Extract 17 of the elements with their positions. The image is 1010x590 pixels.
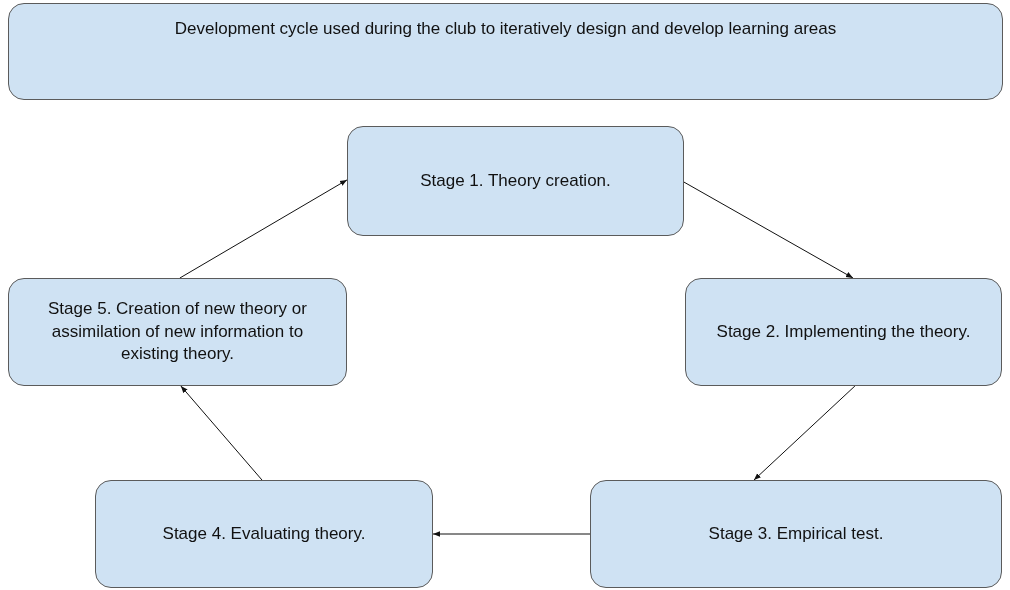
stage-text: Stage 2. Implementing the theory. (716, 320, 971, 343)
stage-box (347, 126, 684, 236)
arrow (180, 385, 263, 481)
stage-text: Stage 1. Theory creation. (420, 169, 611, 192)
stage-text: Stage 4. Evaluating theory. (162, 522, 366, 545)
stage-box (8, 278, 347, 386)
arrow (179, 179, 348, 279)
arrow (753, 385, 856, 481)
stage-box (685, 278, 1002, 386)
arrow (432, 531, 591, 537)
stage-box (590, 480, 1002, 588)
stage-text: Stage 3. Empirical test. (708, 522, 884, 545)
title-text: Development cycle used during the club to iteratively design and develop learning areas (174, 18, 837, 40)
title-box (8, 3, 1003, 100)
stage-text: Stage 5. Creation of new theory or assimilation of new information to existing theory. (47, 297, 308, 366)
stage-box (95, 480, 433, 588)
arrow (683, 181, 854, 279)
